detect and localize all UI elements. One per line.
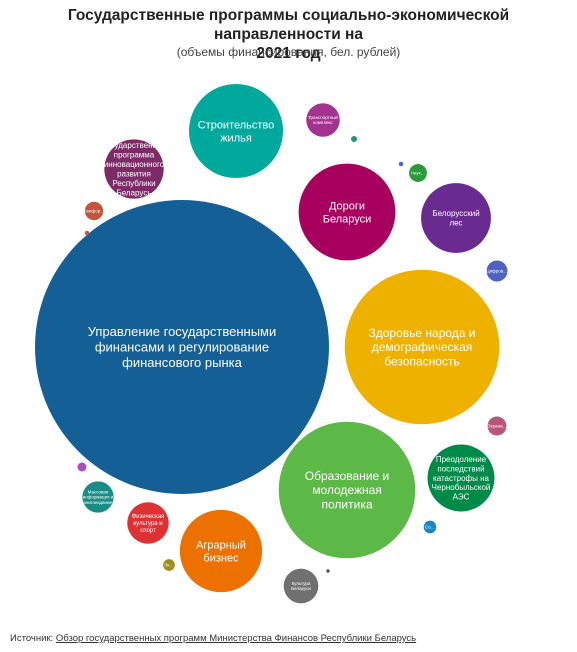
bubble-23[interactable] (326, 569, 330, 573)
bubble-13-label: Цифров… (486, 269, 507, 274)
chart-title: Государственные программы социально-экон… (10, 6, 567, 63)
bubble-17[interactable] (423, 520, 437, 534)
bubble-5[interactable] (179, 509, 263, 593)
bubble-7[interactable] (427, 444, 495, 512)
bubble-3[interactable] (298, 163, 396, 261)
bubble-19[interactable] (77, 462, 87, 472)
bubble-12[interactable] (82, 481, 114, 513)
bubble-22[interactable] (84, 230, 90, 236)
bubble-6[interactable] (421, 183, 491, 253)
bubble-18-label: Эк… (164, 563, 174, 568)
source-note: Источник: Обзор государственных программ… (10, 633, 416, 644)
bubble-9[interactable] (127, 502, 169, 544)
bubble-17-label: Со… (425, 525, 435, 530)
bubble-16[interactable] (409, 164, 427, 182)
bubble-4[interactable] (188, 83, 284, 179)
bubble-11[interactable] (306, 103, 340, 137)
bubble-16-label: Наук… (411, 171, 425, 176)
bubble-13[interactable] (486, 260, 508, 282)
bubble-20[interactable] (350, 135, 358, 143)
source-label: Источник: (10, 633, 54, 644)
bubble-10[interactable] (283, 568, 319, 604)
bubble-0[interactable] (35, 200, 329, 494)
chart-title-line1: Государственные программы социально-экон… (67, 7, 510, 43)
chart-subtitle: (объемы финансирования, бел. рублей) (176, 45, 401, 59)
bubble-15-label: Комфор… (83, 209, 104, 214)
bubble-8[interactable] (104, 139, 164, 199)
bubble-18[interactable] (163, 559, 175, 571)
bubble-14[interactable] (487, 416, 507, 436)
source-link[interactable]: Обзор государственных программ Министерс… (55, 633, 417, 644)
bubble-1[interactable] (344, 269, 500, 425)
bubble-21[interactable] (398, 161, 404, 167)
bubble-2[interactable] (278, 421, 416, 559)
bubble-14-label: Охрана… (487, 424, 507, 429)
chart-title-line2: 2021 год (256, 45, 321, 62)
bubble-15[interactable] (84, 201, 104, 221)
